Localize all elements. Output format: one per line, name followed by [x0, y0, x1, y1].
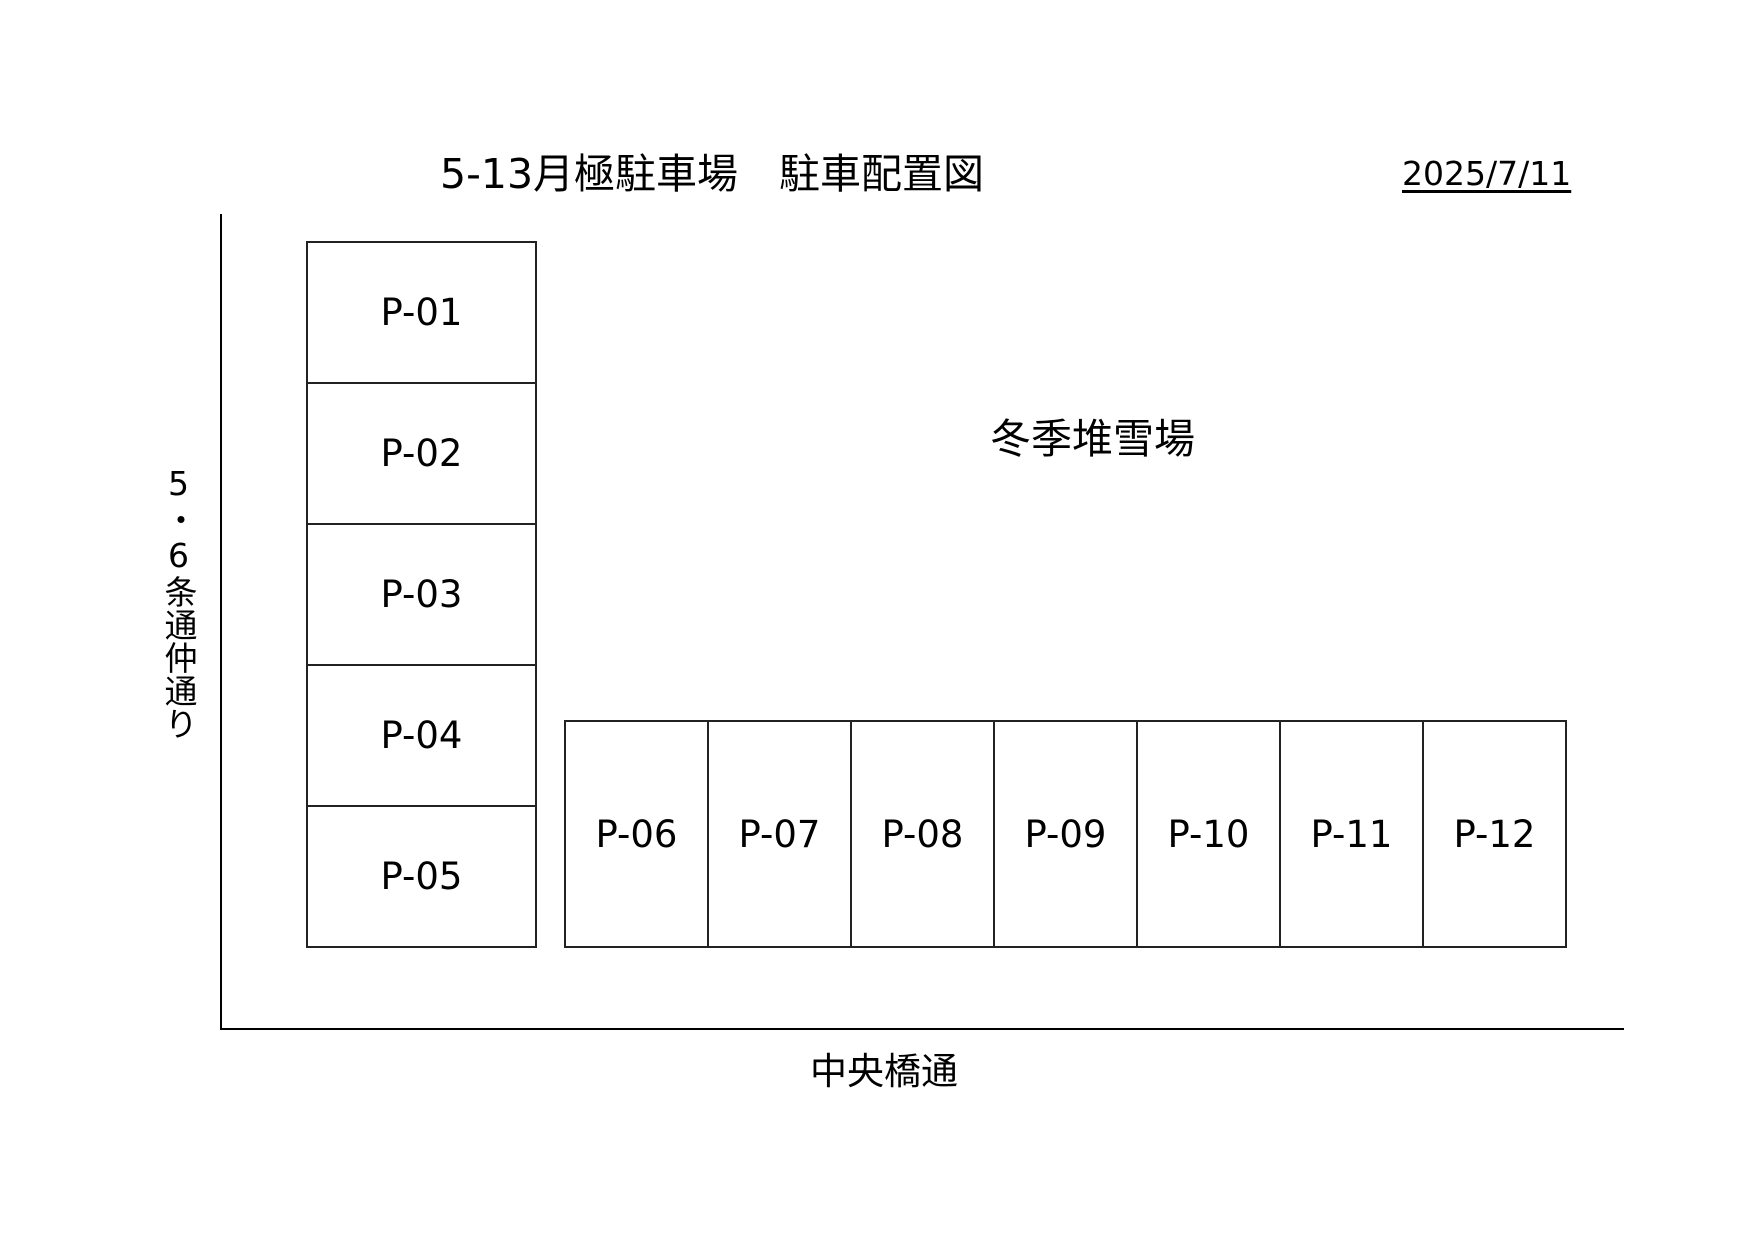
parking-space-p-05: P-05 — [306, 805, 537, 948]
snow-storage-label: 冬季堆雪場 — [990, 415, 1195, 463]
parking-space-p-08: P-08 — [850, 720, 995, 948]
parking-space-p-03: P-03 — [306, 523, 537, 666]
parking-space-p-11: P-11 — [1279, 720, 1424, 948]
parking-space-p-07: P-07 — [707, 720, 852, 948]
parking-space-p-02: P-02 — [306, 382, 537, 525]
parking-space-p-06: P-06 — [564, 720, 709, 948]
parking-space-p-04: P-04 — [306, 664, 537, 807]
parking-space-p-12: P-12 — [1422, 720, 1567, 948]
parking-space-p-01: P-01 — [306, 241, 537, 384]
bottom-road-line — [220, 1028, 1624, 1030]
date-label: 2025/7/11 — [1402, 154, 1572, 193]
left-road-line — [220, 214, 222, 1029]
parking-space-p-09: P-09 — [993, 720, 1138, 948]
left-road-label: 5・6条通仲通り — [159, 464, 198, 740]
bottom-road-label: 中央橋通 — [810, 1050, 958, 1093]
page-title: 5-13月極駐車場 駐車配置図 — [440, 150, 985, 198]
parking-space-p-10: P-10 — [1136, 720, 1281, 948]
